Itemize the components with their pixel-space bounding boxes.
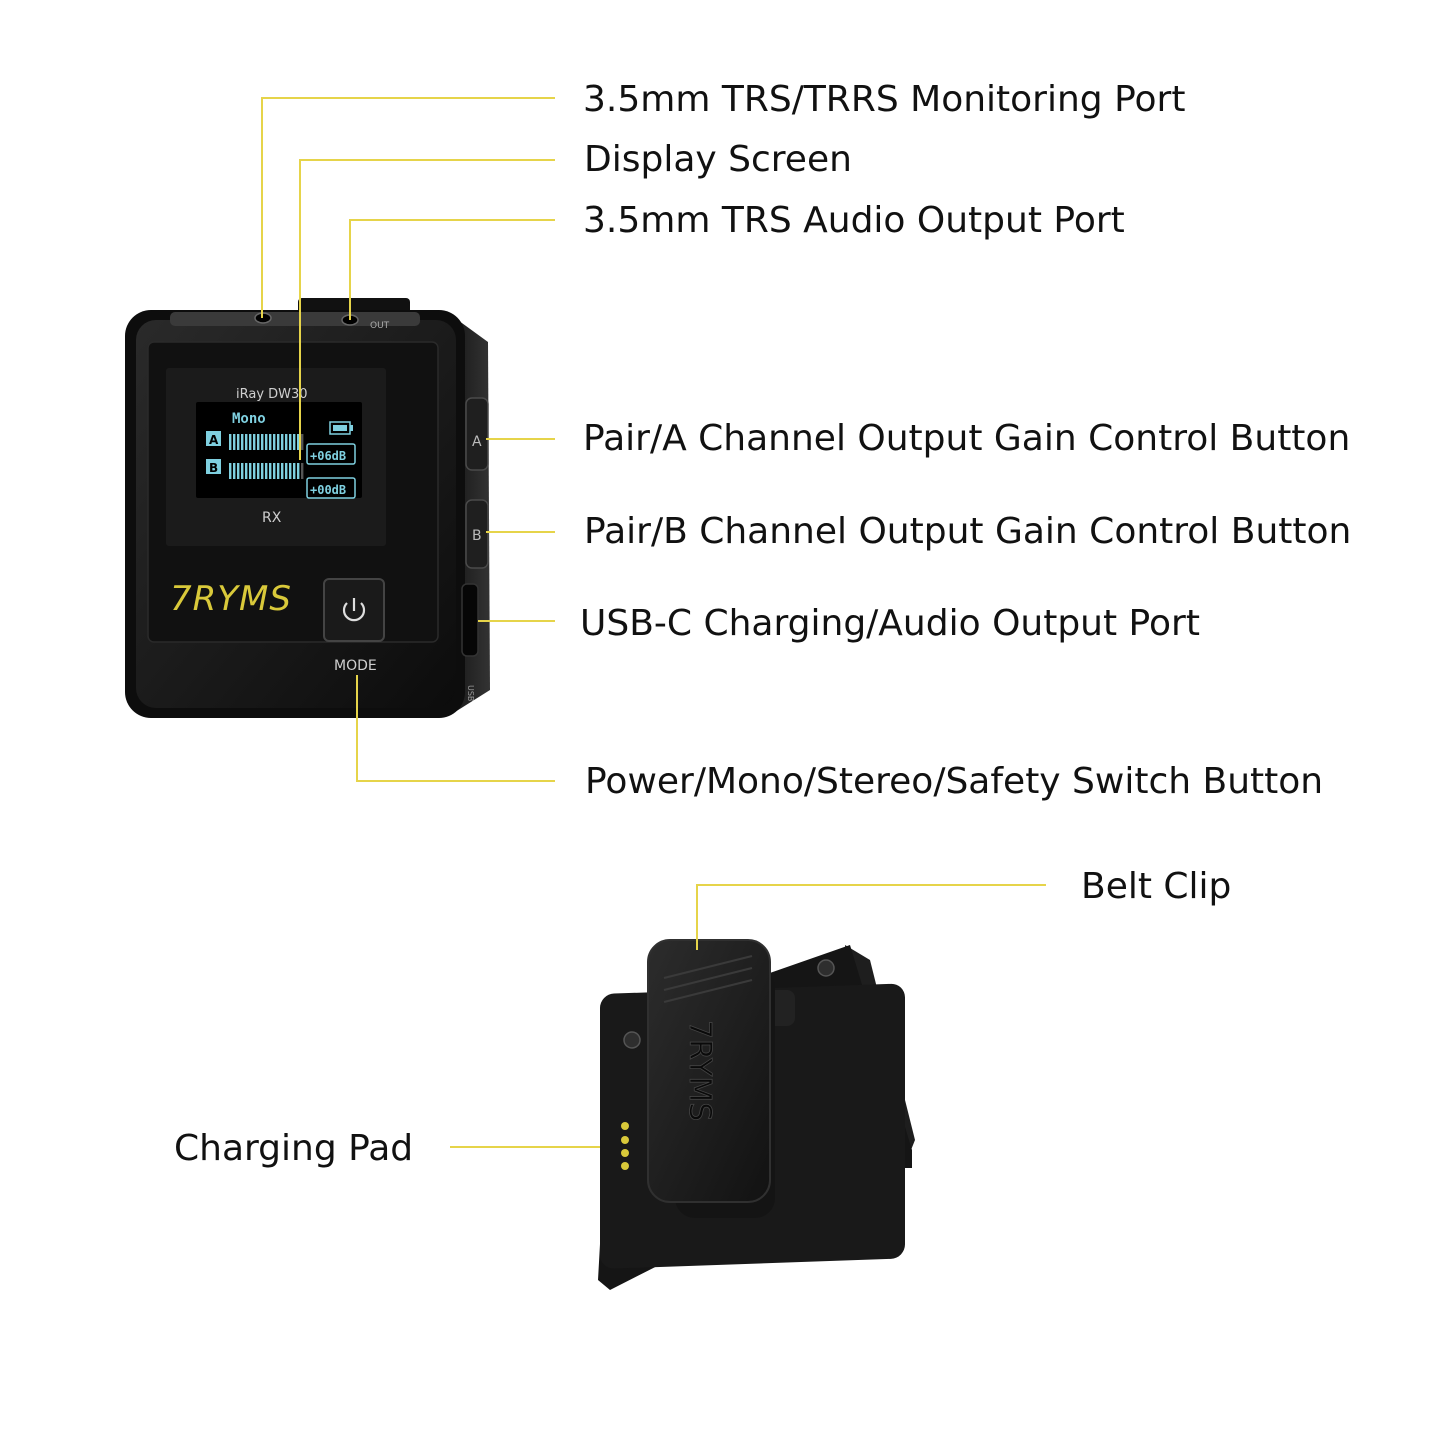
channel-b-meter bbox=[229, 463, 304, 479]
button-a-letter: A bbox=[472, 434, 482, 450]
meter-bar bbox=[233, 434, 236, 450]
channel-a-meter bbox=[229, 434, 304, 450]
meter-bar bbox=[277, 463, 280, 479]
gain-a-box bbox=[306, 443, 356, 465]
label-pair-a: Pair/A Channel Output Gain Control Butto… bbox=[583, 418, 1351, 459]
label-audio-out: 3.5mm TRS Audio Output Port bbox=[583, 200, 1125, 241]
meter-bar bbox=[301, 463, 304, 479]
clip-grip-3 bbox=[663, 979, 753, 1003]
meter-bar bbox=[241, 434, 244, 450]
channel-b-badge bbox=[206, 459, 221, 474]
meter-bar bbox=[261, 463, 264, 479]
meter-bar bbox=[273, 463, 276, 479]
meter-bar bbox=[229, 434, 232, 450]
belt-clip bbox=[647, 939, 771, 1203]
label-monitor-port: 3.5mm TRS/TRRS Monitoring Port bbox=[583, 79, 1186, 120]
screw-left bbox=[623, 1031, 641, 1049]
label-pair-b: Pair/B Channel Output Gain Control Butto… bbox=[584, 511, 1352, 552]
back-view-device: 7RYMS bbox=[598, 939, 915, 1290]
meter-bar bbox=[241, 463, 244, 479]
charging-pin-3 bbox=[621, 1149, 629, 1157]
charging-pin-1 bbox=[621, 1122, 629, 1130]
meter-bar bbox=[261, 434, 264, 450]
leader-monitor-port bbox=[261, 97, 555, 318]
meter-bar bbox=[285, 463, 288, 479]
mode-label: MODE bbox=[334, 658, 377, 674]
meter-bar bbox=[281, 463, 284, 479]
meter-bar bbox=[245, 463, 248, 479]
meter-bar bbox=[297, 463, 300, 479]
meter-bar bbox=[285, 434, 288, 450]
meter-bar bbox=[253, 463, 256, 479]
channel-a-badge bbox=[206, 431, 221, 446]
label-belt-clip: Belt Clip bbox=[1081, 866, 1232, 907]
clip-grip-1 bbox=[663, 955, 753, 979]
leader-power bbox=[356, 675, 555, 782]
meter-bar bbox=[277, 434, 280, 450]
meter-bar bbox=[257, 463, 260, 479]
meter-bar bbox=[289, 434, 292, 450]
battery-level bbox=[333, 425, 347, 431]
usbc-port bbox=[461, 583, 479, 657]
button-b[interactable] bbox=[465, 499, 489, 569]
label-charging-pad: Charging Pad bbox=[174, 1128, 414, 1169]
meter-bar bbox=[233, 463, 236, 479]
leader-belt-clip bbox=[696, 884, 1046, 950]
battery-tip bbox=[350, 425, 353, 431]
channel-b-letter: B bbox=[209, 461, 218, 475]
clip-grip-2 bbox=[663, 967, 753, 991]
mode-text: Mono bbox=[232, 411, 266, 427]
leader-display bbox=[299, 159, 555, 460]
meter-bar bbox=[253, 434, 256, 450]
brand-logo: 7RYMS bbox=[170, 579, 292, 619]
button-b-letter: B bbox=[472, 528, 482, 544]
channel-a-letter: A bbox=[209, 433, 219, 447]
meter-bar bbox=[297, 434, 300, 450]
meter-bar bbox=[229, 463, 232, 479]
gain-a-text: +06dB bbox=[310, 449, 346, 463]
meter-bar bbox=[269, 463, 272, 479]
model-name: iRay DW30 bbox=[236, 387, 308, 402]
meter-bar bbox=[293, 434, 296, 450]
meter-bar bbox=[265, 463, 268, 479]
leader-lines bbox=[261, 97, 1046, 1148]
meter-bar bbox=[265, 434, 268, 450]
label-usbc: USB-C Charging/Audio Output Port bbox=[580, 603, 1200, 644]
leader-audio-out bbox=[349, 219, 555, 320]
receiver-device: OUT iRay DW30 Mono A +06dB B +00dB RX 7R… bbox=[125, 298, 490, 718]
screw-top bbox=[817, 959, 835, 977]
meter-bar bbox=[281, 434, 284, 450]
meter-bar bbox=[237, 463, 240, 479]
meter-bar bbox=[237, 434, 240, 450]
gain-b-box bbox=[306, 477, 356, 499]
port-out-label: OUT bbox=[370, 321, 390, 331]
label-power: Power/Mono/Stereo/Safety Switch Button bbox=[585, 761, 1324, 802]
meter-bar bbox=[245, 434, 248, 450]
meter-bar bbox=[289, 463, 292, 479]
charging-pin-2 bbox=[621, 1136, 629, 1144]
label-display: Display Screen bbox=[584, 139, 852, 180]
meter-bar bbox=[293, 463, 296, 479]
clip-brand: 7RYMS bbox=[682, 1020, 717, 1121]
meter-bar bbox=[257, 434, 260, 450]
meter-bar bbox=[273, 434, 276, 450]
rx-label: RX bbox=[262, 510, 282, 526]
meter-bar bbox=[269, 434, 272, 450]
meter-bar bbox=[249, 463, 252, 479]
button-a[interactable] bbox=[465, 397, 489, 471]
meter-bar bbox=[249, 434, 252, 450]
charging-pin-4 bbox=[621, 1162, 629, 1170]
usb-label: USB bbox=[466, 685, 475, 701]
gain-b-text: +00dB bbox=[310, 483, 346, 497]
meter-bar bbox=[301, 434, 304, 450]
power-icon bbox=[342, 602, 366, 622]
